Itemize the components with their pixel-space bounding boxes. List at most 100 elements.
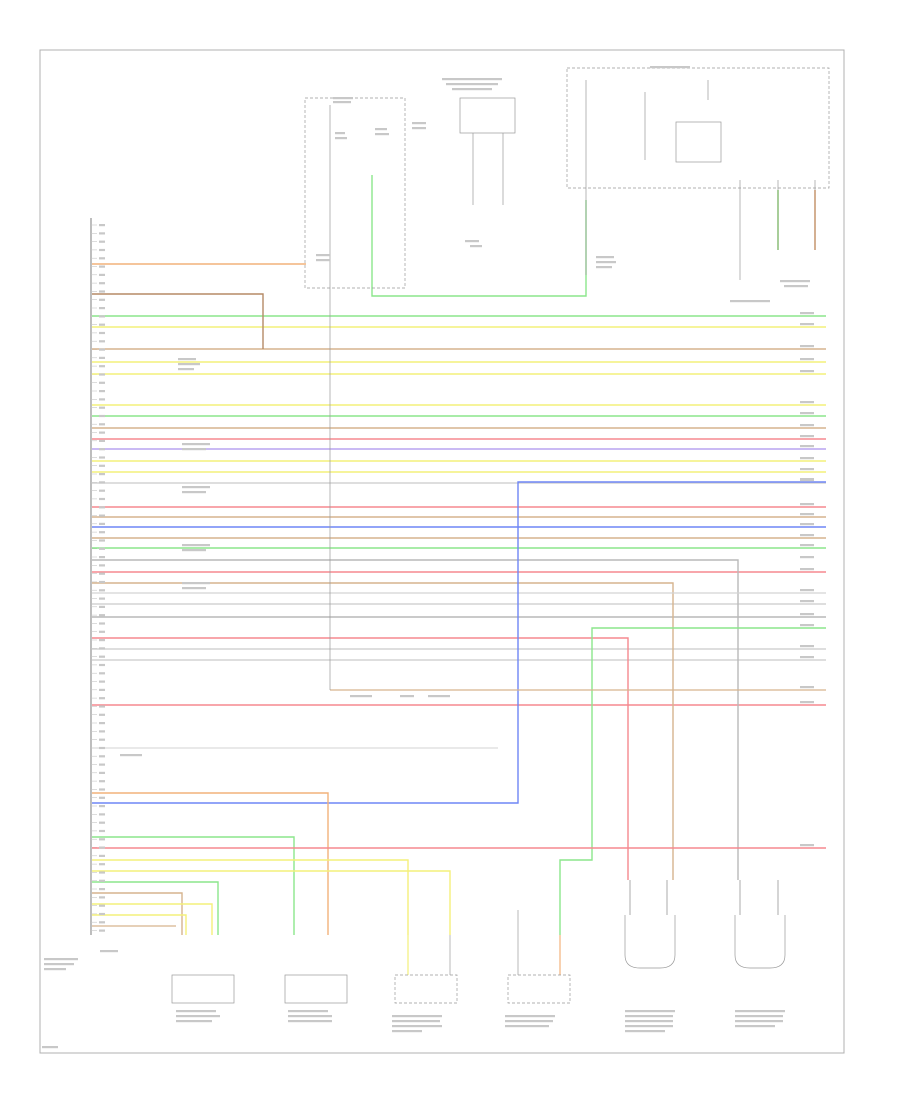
label-mark: [625, 1010, 675, 1013]
label-mark: [182, 544, 210, 547]
label-mark: [99, 265, 105, 268]
label-mark: [99, 630, 105, 633]
label-mark: [99, 763, 105, 766]
label-mark: [99, 647, 105, 650]
label-mark: [316, 259, 330, 262]
label-mark: [735, 1010, 785, 1013]
label-mark: [333, 97, 353, 100]
label-mark: [350, 695, 372, 698]
label-mark: [99, 863, 105, 866]
label-mark: [800, 412, 814, 415]
label-mark: [800, 544, 814, 547]
label-mark: [800, 513, 814, 516]
label-mark: [392, 1025, 442, 1028]
label-mark: [392, 1020, 440, 1023]
label-mark: [99, 846, 105, 849]
label-mark: [99, 871, 105, 874]
label-mark: [99, 655, 105, 658]
label-mark: [99, 614, 105, 617]
label-mark: [99, 398, 105, 401]
label-mark: [730, 300, 770, 303]
label-mark: [596, 256, 614, 259]
label-mark: [800, 645, 814, 648]
label-mark: [99, 240, 105, 243]
label-mark: [99, 439, 105, 442]
label-mark: [178, 363, 200, 366]
label-mark: [99, 589, 105, 592]
label-mark: [99, 464, 105, 467]
label-mark: [182, 486, 210, 489]
harness-wire: [92, 870, 451, 935]
label-mark: [182, 448, 206, 451]
label-mark: [99, 713, 105, 716]
harness-wire: [92, 582, 674, 880]
label-mark: [178, 368, 194, 371]
top-fuse-box: [304, 67, 830, 690]
label-mark: [335, 132, 345, 135]
harness-wire: [92, 914, 187, 935]
label-mark: [505, 1025, 549, 1028]
label-mark: [800, 568, 814, 571]
label-mark: [99, 556, 105, 559]
label-mark: [99, 431, 105, 434]
label-mark: [176, 1020, 212, 1023]
label-mark: [800, 686, 814, 689]
passenger-seat-sensor: [284, 974, 348, 1004]
label-mark: [625, 1020, 673, 1023]
label-mark: [99, 298, 105, 301]
label-mark: [99, 448, 105, 451]
label-mark: [452, 88, 492, 91]
label-mark: [99, 622, 105, 625]
label-mark: [99, 282, 105, 285]
label-mark: [99, 722, 105, 725]
label-mark: [99, 688, 105, 691]
label-mark: [800, 589, 814, 592]
module-connector: [90, 218, 97, 935]
label-mark: [44, 963, 74, 966]
label-mark: [99, 373, 105, 376]
label-mark: [99, 356, 105, 359]
label-mark: [288, 1020, 332, 1023]
label-mark: [735, 1025, 775, 1028]
label-mark: [800, 445, 814, 448]
harness-wire: [92, 559, 739, 880]
label-mark: [288, 1015, 332, 1018]
label-mark: [800, 624, 814, 627]
label-mark: [596, 266, 612, 269]
label-mark: [800, 435, 814, 438]
label-mark: [333, 101, 351, 104]
label-mark: [428, 695, 450, 698]
label-mark: [375, 128, 387, 131]
label-mark: [99, 879, 105, 882]
label-mark: [99, 390, 105, 393]
label-mark: [392, 1030, 422, 1033]
label-mark: [470, 245, 482, 248]
label-mark: [625, 1025, 673, 1028]
label-mark: [99, 805, 105, 808]
label-mark: [392, 1015, 442, 1018]
harness-wire: [92, 859, 409, 935]
label-mark: [44, 958, 78, 961]
label-mark: [735, 1015, 783, 1018]
label-mark: [625, 1030, 665, 1033]
label-mark: [99, 564, 105, 567]
label-mark: [99, 896, 105, 899]
passenger-buckle-switch: [394, 974, 458, 1004]
label-mark: [99, 771, 105, 774]
label-mark: [316, 254, 330, 257]
label-mark: [99, 423, 105, 426]
label-mark: [784, 285, 808, 288]
label-mark: [99, 838, 105, 841]
label-mark: [99, 315, 105, 318]
label-mark: [99, 340, 105, 343]
label-mark: [99, 813, 105, 816]
label-mark: [99, 697, 105, 700]
label-mark: [800, 312, 814, 315]
label-mark: [99, 331, 105, 335]
label-mark: [800, 656, 814, 659]
bottom-components: [171, 915, 786, 1004]
label-mark: [99, 414, 105, 418]
label-mark: [99, 273, 105, 276]
component-labels: [42, 66, 814, 1049]
label-mark: [99, 489, 105, 492]
